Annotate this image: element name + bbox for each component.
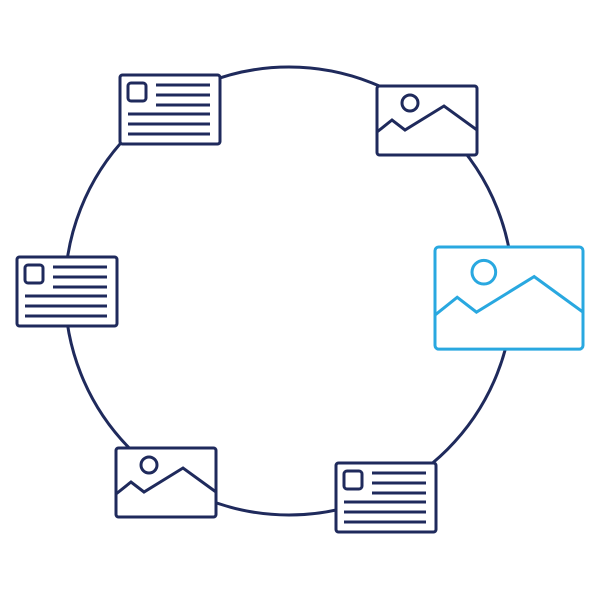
sun-icon [139,455,159,475]
image-card-icon [433,245,585,351]
mountain-icon [376,104,478,134]
avatar-square [23,263,45,285]
text-card-icon [334,461,438,534]
sun-icon [470,258,498,286]
image-card-icon [375,84,479,157]
sun-icon [400,93,420,113]
text-card-icon [15,255,119,328]
avatar-square [342,469,364,491]
text-card-icon [118,73,222,146]
mountain-icon [434,274,584,317]
image-card-icon [114,446,218,519]
mountain-icon [115,466,217,496]
avatar-square [126,81,148,103]
